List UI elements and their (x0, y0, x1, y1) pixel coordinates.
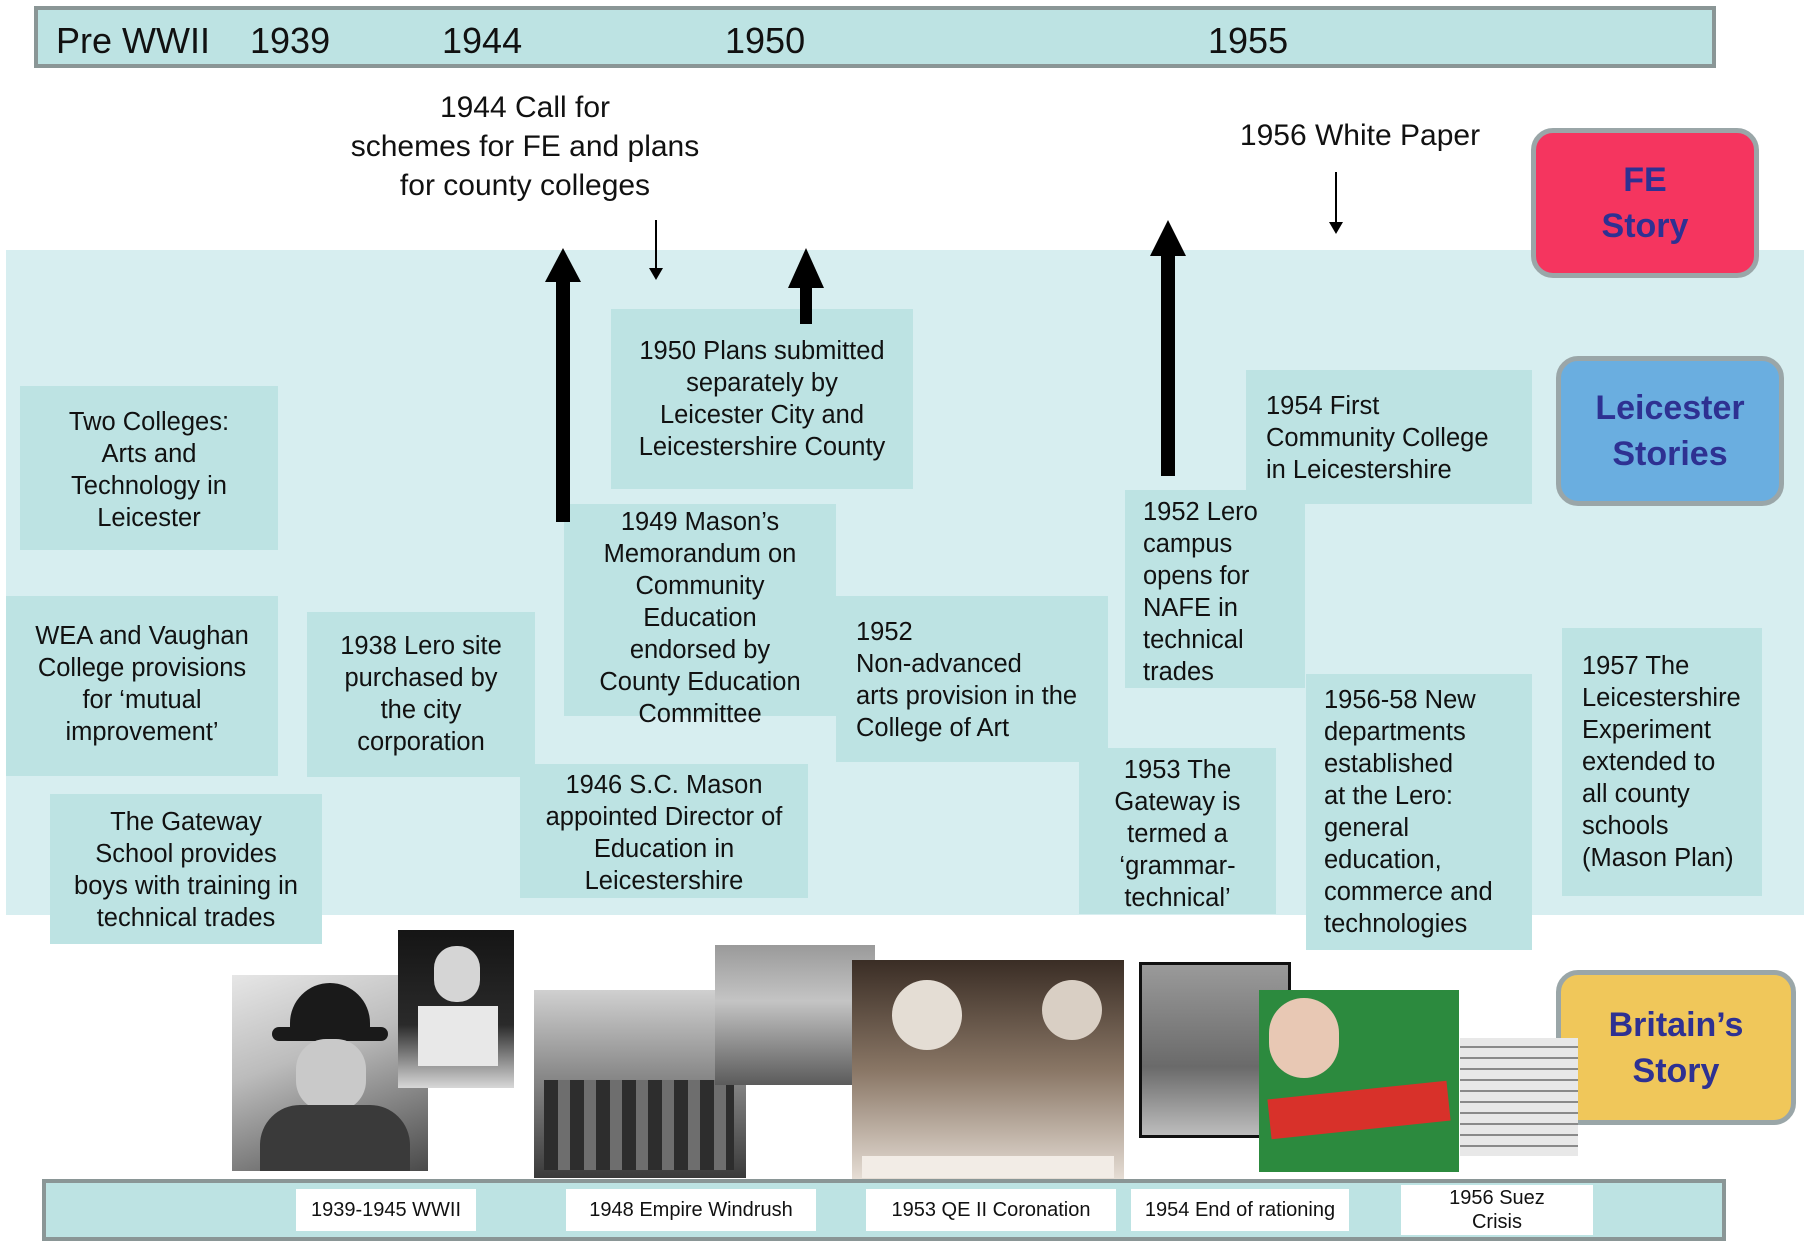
event-label: 1948 Empire Windrush (566, 1189, 816, 1231)
year-label: Pre WWII (56, 20, 210, 61)
windrush-photo (534, 990, 746, 1178)
down-arrow (649, 220, 663, 280)
box-gateway-school: The Gateway School provides boys with tr… (50, 794, 322, 944)
coronation-photo (852, 960, 1124, 1182)
up-arrow (788, 248, 824, 324)
down-arrow (1329, 172, 1343, 234)
note-1944-call: 1944 Call for schemes for FE and plans f… (350, 91, 700, 202)
note-1956-white-paper: 1956 White Paper (1239, 119, 1481, 152)
year-label: 1939 (250, 20, 331, 61)
up-arrow (545, 248, 581, 522)
event-label: 1954 End of rationing (1131, 1189, 1349, 1231)
box-two-colleges: Two Colleges: Arts and Technology in Lei… (20, 386, 278, 550)
box-lero-campus-1952: 1952 Lero campus opens for NAFE in techn… (1125, 490, 1305, 688)
event-label: 1939-1945 WWII (296, 1189, 476, 1231)
event-label: 1956 Suez Crisis (1401, 1185, 1593, 1235)
churchill-photo (232, 975, 428, 1171)
lonnie-donegan-album-photo (1259, 990, 1459, 1172)
timeline-bar: Pre WWII 1939 1944 1950 1955 (34, 6, 1716, 68)
box-gateway-1953: 1953 The Gateway is termed a ‘grammar- t… (1079, 748, 1276, 914)
box-plans-1950: 1950 Plans submitted separately by Leice… (611, 309, 913, 489)
box-wea-vaughan: WEA and Vaughan College provisions for ‘… (6, 596, 278, 776)
box-leicestershire-experiment-1957: 1957 The Leicestershire Experiment exten… (1562, 628, 1762, 896)
box-nonadvanced-1952: 1952 Non-advanced arts provision in the … (836, 596, 1108, 762)
year-label: 1950 (725, 20, 806, 61)
box-mason-1946: 1946 S.C. Mason appointed Director of Ed… (520, 764, 808, 898)
box-memorandum-1949: 1949 Mason’s Memorandum on Community Edu… (564, 504, 836, 728)
box-community-college-1954: 1954 First Community College in Leiceste… (1246, 370, 1532, 504)
box-lero-1938: 1938 Lero site purchased by the city cor… (307, 612, 535, 777)
box-new-departments-1956: 1956-58 New departments established at t… (1306, 674, 1532, 950)
britains-story-label: Britain’s Story (1556, 970, 1796, 1125)
portrait-photo (398, 930, 514, 1088)
year-label: 1944 (442, 20, 523, 61)
event-label: 1953 QE II Coronation (866, 1189, 1116, 1231)
year-label: 1955 (1208, 20, 1289, 61)
war-scene-photo (715, 945, 875, 1085)
events-bar: 1939-1945 WWII 1948 Empire Windrush 1953… (42, 1179, 1726, 1241)
leicester-stories-label: Leicester Stories (1556, 356, 1784, 506)
suez-newspaper-photo (1460, 1038, 1578, 1156)
up-arrow (1150, 220, 1186, 476)
fe-story-label: FE Story (1531, 128, 1759, 278)
